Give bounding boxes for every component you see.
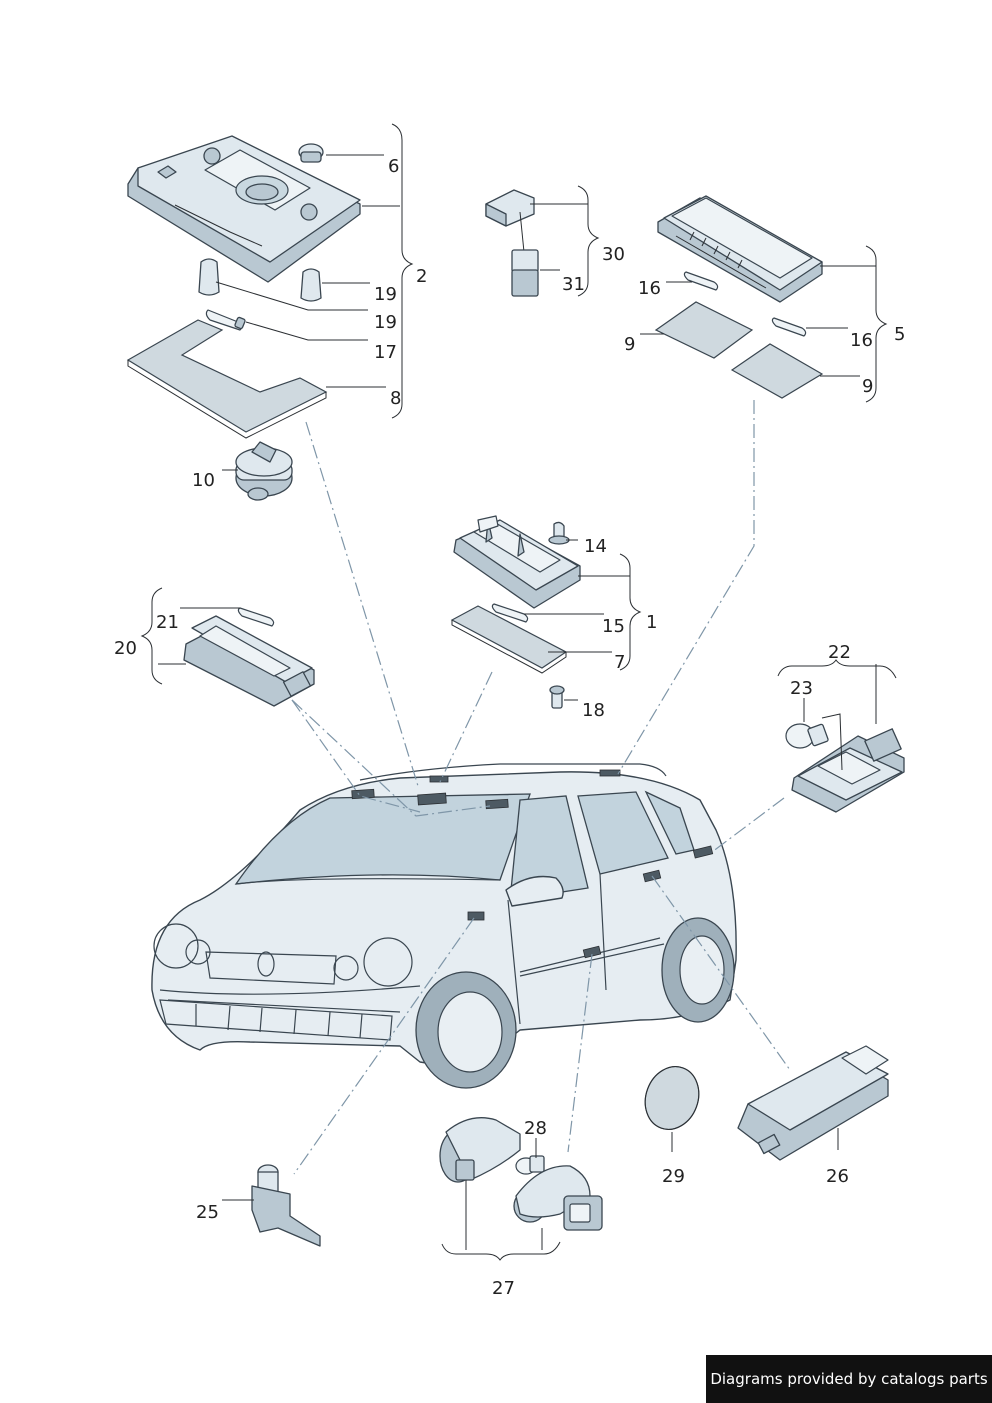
label-21: 21 — [156, 612, 179, 633]
part-15-bulb[interactable] — [491, 603, 529, 623]
car-illustration — [151, 763, 737, 1089]
braces — [140, 123, 897, 1261]
part-22-lamp[interactable] — [791, 728, 905, 813]
part-16-bulbs[interactable] — [683, 271, 807, 337]
label-1: 1 — [646, 612, 657, 633]
part-18-screw[interactable] — [549, 685, 565, 709]
label-30: 30 — [602, 244, 625, 265]
part-14-screw[interactable] — [548, 521, 570, 545]
label-7: 7 — [614, 652, 625, 673]
label-25: 25 — [196, 1202, 219, 1223]
label-26: 26 — [826, 1166, 849, 1187]
part-29-lens[interactable] — [637, 1059, 708, 1137]
label-9-b: 9 — [862, 376, 873, 397]
part-17-bulb[interactable] — [205, 309, 246, 331]
part-1-interior-lamp[interactable] — [453, 515, 581, 609]
part-6-clip[interactable] — [298, 143, 324, 163]
label-17: 17 — [374, 342, 397, 363]
part-10-switch[interactable] — [235, 441, 293, 501]
part-5-lamp-housing[interactable] — [657, 195, 823, 303]
part-26-lamp[interactable] — [737, 1045, 889, 1161]
label-10: 10 — [192, 470, 215, 491]
label-22: 22 — [828, 642, 851, 663]
part-9-lenses[interactable] — [654, 301, 824, 399]
part-20-lamp[interactable] — [183, 615, 315, 707]
label-23: 23 — [790, 678, 813, 699]
label-31: 31 — [562, 274, 585, 295]
label-19-b: 19 — [374, 312, 397, 333]
label-5: 5 — [894, 324, 905, 345]
label-14: 14 — [584, 536, 607, 557]
part-8-pad[interactable] — [126, 319, 328, 439]
part-27-lamp-lens[interactable] — [513, 1165, 603, 1231]
location-lines — [291, 400, 791, 1175]
part-31-connector[interactable] — [511, 249, 539, 297]
part-28-bulb[interactable] — [515, 1155, 545, 1175]
part-25-switch[interactable] — [251, 1164, 321, 1247]
footer-credit: Diagrams provided by catalogs parts — [706, 1355, 992, 1403]
part-21-bulb[interactable] — [237, 607, 275, 627]
label-18: 18 — [582, 700, 605, 721]
callout-labels: 6 2 19 19 17 8 10 30 31 16 16 5 9 9 14 1… — [114, 156, 905, 1299]
label-27: 27 — [492, 1278, 515, 1299]
label-16-a: 16 — [638, 278, 661, 299]
label-19-a: 19 — [374, 284, 397, 305]
label-2: 2 — [416, 266, 427, 287]
part-27-lamp-housing[interactable] — [439, 1117, 521, 1183]
part-23-bulb[interactable] — [785, 723, 829, 749]
label-8: 8 — [390, 388, 401, 409]
label-29: 29 — [662, 1166, 685, 1187]
label-6: 6 — [388, 156, 399, 177]
label-9-a: 9 — [624, 334, 635, 355]
part-19-bulbholders[interactable] — [198, 258, 322, 302]
part-30-switch[interactable] — [485, 189, 535, 253]
label-28: 28 — [524, 1118, 547, 1139]
label-20: 20 — [114, 638, 137, 659]
dome-light-housing[interactable] — [127, 135, 361, 283]
label-16-b: 16 — [850, 330, 873, 351]
label-15: 15 — [602, 616, 625, 637]
leader-lines — [158, 154, 877, 1250]
